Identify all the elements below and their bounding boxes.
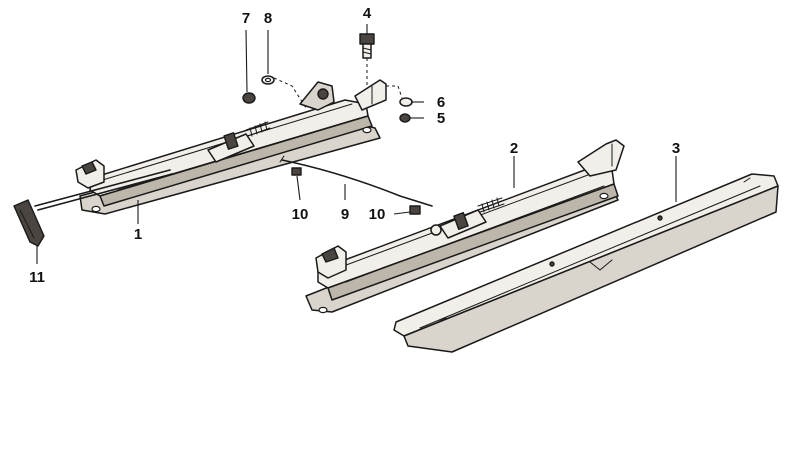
part-5-screw bbox=[399, 113, 411, 123]
callout-4: 4 bbox=[363, 5, 372, 22]
part-10-clip-right bbox=[409, 205, 421, 215]
callout-7: 7 bbox=[242, 10, 250, 27]
part-4-bolt bbox=[359, 33, 375, 59]
callout-9: 9 bbox=[341, 206, 349, 223]
part-9-connecting-cable bbox=[279, 155, 433, 215]
callout-3: 3 bbox=[672, 140, 680, 157]
callout-1: 1 bbox=[134, 226, 142, 243]
callout-5: 5 bbox=[437, 110, 445, 127]
callout-2: 2 bbox=[510, 140, 518, 157]
part-1-left-seat-rail bbox=[34, 79, 387, 215]
callout-10-right: 10 bbox=[369, 206, 386, 223]
part-6-washer bbox=[399, 97, 413, 107]
part-8-washer bbox=[261, 75, 275, 85]
part-3-rail-trim-cover bbox=[393, 173, 779, 353]
callout-10-left: 10 bbox=[292, 206, 309, 223]
part-2-right-seat-rail bbox=[305, 139, 625, 314]
callout-8: 8 bbox=[264, 10, 272, 27]
callout-11: 11 bbox=[29, 269, 45, 286]
part-10-clip-left bbox=[291, 167, 302, 176]
leader-lines bbox=[36, 24, 677, 264]
callout-6: 6 bbox=[437, 94, 445, 111]
part-11-release-handle bbox=[13, 199, 45, 247]
part-7-screw bbox=[242, 92, 256, 104]
